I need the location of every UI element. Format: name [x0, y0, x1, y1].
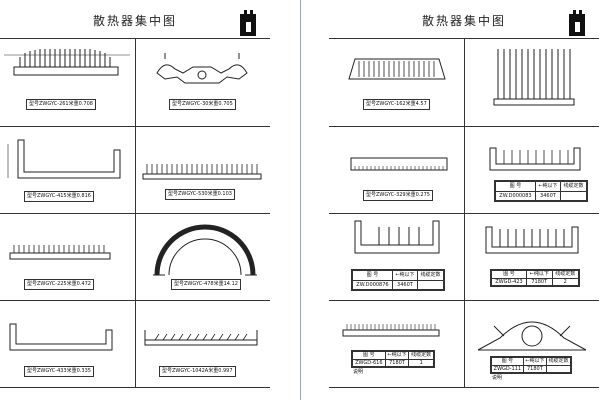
heatsink-profile-10 — [493, 49, 575, 106]
heatsink-drawing: 型号ZWGYC-1042A米重0.997 — [135, 300, 270, 387]
table-header: ←纯以下 — [384, 351, 410, 360]
model-label: 型号ZWGYC-530米重0.103 — [165, 189, 235, 200]
heatsink-profile-7 — [9, 323, 113, 351]
model-label: 型号ZWGYC-433米重0.335 — [24, 366, 94, 377]
left-catalog-page: 散热器集中图 — [0, 0, 270, 400]
table-header: 图 号 — [491, 270, 527, 279]
table-header: 线缆定数 — [559, 181, 588, 192]
heatsink-drawing: 型号ZWGYC-329米重0.275 — [329, 126, 464, 213]
model-label: 型号ZWGYC-415米重0.816 — [24, 191, 94, 202]
heatsink-profile-14 — [485, 226, 579, 254]
model-label: 型号ZWGYC-162米重4.57 — [363, 99, 430, 110]
table-header: ←纯以下 — [391, 270, 418, 281]
table-header: 图 号 — [352, 270, 393, 281]
grid-divider — [329, 126, 599, 127]
table-cell: 3460T — [391, 279, 418, 290]
heatsink-drawing: 型号ZWGYC-30米重0.705 — [135, 39, 270, 126]
table-header: ←纯以下 — [534, 181, 561, 192]
heatsink-drawing: 型号ZWGYC-530米重0.103 — [135, 126, 270, 213]
heatsink-profile-16 — [477, 321, 587, 351]
heatsink-profile-15 — [342, 324, 440, 337]
model-label: 型号ZWGYC-1042A米重0.997 — [159, 366, 236, 377]
grid-divider — [0, 213, 270, 214]
heatsink-profile-11 — [350, 157, 448, 171]
table-header: 线缆定数 — [416, 270, 445, 281]
table-cell: ZW.D000083 — [495, 190, 536, 201]
heatsink-profile-8 — [144, 330, 258, 346]
left-page-title: 散热器集中图 — [92, 14, 177, 28]
drawing-note: 说明 — [492, 375, 503, 381]
heatsink-drawing: 型号ZWGYC-415米重0.816 — [0, 126, 135, 213]
heatsink-profile-1 — [4, 49, 130, 76]
table-cell: ZWGD-423 — [491, 277, 527, 286]
table-cell: ZWGD-616 — [352, 358, 386, 367]
grid-divider — [329, 300, 599, 301]
heatsink-drawing: 型号ZWGYC-162米重4.57 — [329, 39, 464, 126]
table-header: 图 号 — [491, 357, 524, 366]
right-catalog-page: 散热器集中图 型号ZWGYC-162米重4.57 — [329, 0, 599, 400]
company-logo — [569, 10, 585, 36]
model-label: 型号ZWGYC-225米重0.472 — [24, 279, 94, 290]
table-cell: 7180T — [384, 358, 410, 367]
table-cell — [545, 364, 572, 373]
heatsink-drawing: 型号ZWGYC-433米重0.335 — [0, 300, 135, 387]
heatsink-profile-12 — [489, 147, 581, 171]
grid-divider — [329, 213, 599, 214]
grid-divider — [0, 126, 270, 127]
model-label: 型号ZWGYC-30米重0.705 — [169, 99, 236, 110]
table-cell: ZW.D000876 — [352, 279, 393, 290]
table-header: ←纯以下 — [526, 270, 553, 279]
table-header: 线缆定数 — [545, 357, 572, 366]
table-header: ←纯以下 — [522, 357, 547, 366]
heatsink-drawing — [464, 39, 599, 126]
table-cell — [559, 190, 588, 201]
heatsink-profile-2 — [156, 53, 248, 84]
table-header: 线缆定数 — [551, 270, 580, 279]
table-header: 线缆定数 — [408, 351, 434, 360]
model-label: 型号ZWGYC-329米重0.275 — [363, 190, 433, 201]
heatsink-profile-4 — [142, 164, 262, 180]
table-header: 图 号 — [495, 181, 536, 192]
heatsink-profile-5 — [9, 245, 111, 260]
right-page-title: 散热器集中图 — [421, 14, 506, 28]
page-gutter-left — [300, 0, 301, 400]
table-cell: 7180T — [526, 277, 553, 286]
heatsink-profile-13 — [354, 220, 440, 254]
right-drawing-grid: 型号ZWGYC-162米重4.57 — [329, 38, 599, 388]
left-drawing-grid: 型号ZWGYC-261米重0.708 型号ZWGYC-30米重0.705 型号Z… — [0, 38, 270, 388]
heatsink-drawing: 型号ZWGYC-261米重0.708 — [0, 39, 135, 126]
heatsink-profile-9 — [348, 58, 446, 80]
model-label: 型号ZWGYC-261米重0.708 — [26, 99, 96, 110]
company-logo — [240, 10, 256, 36]
heatsink-profile-3 — [7, 139, 121, 179]
table-cell: ZWGD-111 — [491, 364, 524, 373]
table-cell: 2 — [551, 277, 580, 286]
heatsink-drawing: 型号ZWGYC-225米重0.472 — [0, 213, 135, 300]
grid-divider — [0, 300, 270, 301]
heatsink-drawing: 型号ZWGYC-478米重14.12 — [135, 213, 270, 300]
table-header: 图 号 — [352, 351, 386, 360]
table-cell: 7180T — [522, 364, 547, 373]
heatsink-profile-6 — [153, 224, 257, 276]
table-cell: 3460T — [534, 190, 561, 201]
model-label: 型号ZWGYC-478米重14.12 — [171, 279, 241, 290]
table-cell: 1 — [408, 358, 434, 367]
drawing-note: 说明 — [353, 369, 364, 375]
table-cell — [416, 279, 445, 290]
